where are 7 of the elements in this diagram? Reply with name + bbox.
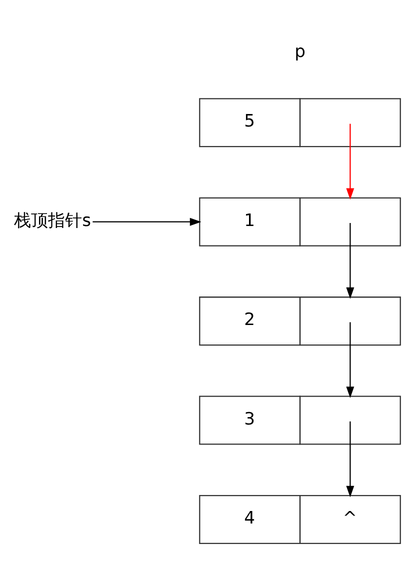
arrow — [346, 322, 354, 398]
arrow — [346, 222, 354, 298]
arrow — [346, 420, 354, 497]
node-label: p — [294, 42, 306, 62]
arrow — [92, 217, 202, 226]
node-text: 栈顶指针s — [14, 210, 92, 230]
arrow — [346, 123, 354, 200]
